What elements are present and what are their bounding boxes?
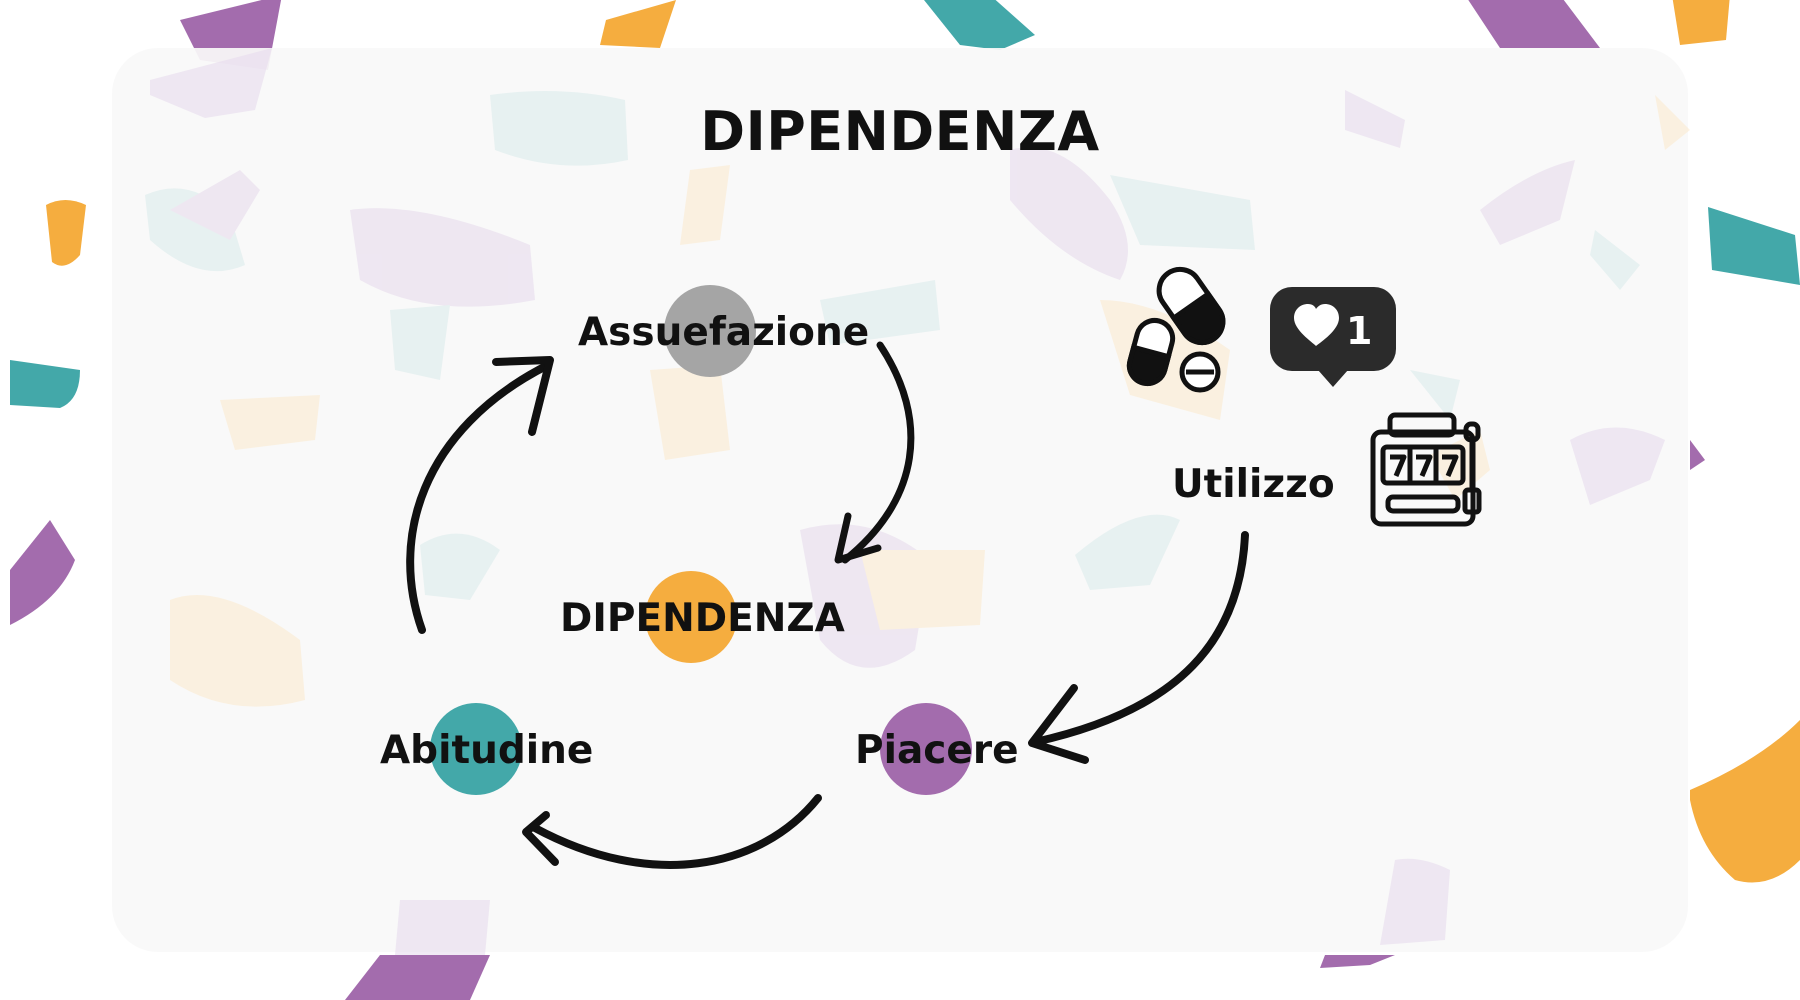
confetti-purple-top-right xyxy=(1468,0,1600,48)
faint-confetti xyxy=(680,165,730,245)
faint-confetti xyxy=(1410,370,1460,420)
faint-confetti xyxy=(820,280,940,345)
arrow-piacere-to-abitudine xyxy=(531,794,822,869)
confetti-orange-left xyxy=(46,200,86,266)
arrowhead-utilizzo-to-piacere xyxy=(1028,684,1089,764)
center-label-dipendenza: DIPENDENZA xyxy=(560,596,845,641)
faint-confetti xyxy=(150,48,272,118)
faint-confetti xyxy=(390,305,450,380)
faint-confetti xyxy=(420,533,500,600)
confetti-teal-top xyxy=(924,0,1035,50)
page-title: DIPENDENZA xyxy=(700,100,1100,163)
node-label-utilizzo: Utilizzo xyxy=(1172,462,1335,507)
arrowhead-abitudine-to-assuefazione xyxy=(492,356,554,436)
arrow-assuefazione-to-dipendenza xyxy=(841,341,915,564)
confetti-purple-right-edge xyxy=(1690,440,1705,470)
node-label-piacere: Piacere xyxy=(855,728,1019,773)
slot-coin-tray xyxy=(1385,494,1461,514)
faint-confetti xyxy=(490,91,628,166)
confetti-teal-right xyxy=(1708,207,1800,285)
confetti-purple-bottom xyxy=(345,955,490,1000)
capsule-small xyxy=(1126,317,1176,387)
faint-confetti xyxy=(1590,230,1640,290)
slot-lever-knob xyxy=(1463,421,1481,443)
slot-top xyxy=(1387,412,1457,438)
like-count: 1 xyxy=(1346,309,1372,353)
confetti-teal-left xyxy=(10,360,80,408)
abitudine-dot xyxy=(430,703,522,795)
faint-confetti xyxy=(1110,175,1255,250)
faint-confetti xyxy=(350,208,535,307)
seven-2 xyxy=(1416,454,1433,477)
arrowhead-piacere-to-abitudine xyxy=(522,811,559,866)
content-card xyxy=(112,48,1688,952)
piacere-dot xyxy=(880,703,972,795)
faint-confetti xyxy=(1655,95,1690,150)
confetti-orange-top xyxy=(600,0,676,48)
faint-confetti xyxy=(395,900,490,955)
confetti-orange-bottom-right xyxy=(1690,720,1800,883)
faint-confetti xyxy=(1380,858,1450,945)
assuefazione-dot xyxy=(664,285,756,377)
arrow-utilizzo-to-piacere xyxy=(1031,531,1249,746)
seven-3 xyxy=(1442,454,1459,477)
capsule-large xyxy=(1156,266,1226,346)
faint-confetti xyxy=(860,550,985,630)
faint-confetti xyxy=(170,170,260,240)
confetti-purple-left xyxy=(10,520,75,625)
seven-1 xyxy=(1390,454,1407,477)
notification-pointer xyxy=(1318,370,1348,387)
faint-confetti xyxy=(1480,160,1575,245)
confetti-orange-top-right xyxy=(1672,0,1730,45)
node-label-abitudine: Abitudine xyxy=(380,728,594,773)
faint-confetti xyxy=(1075,514,1180,590)
dipendenza-dot xyxy=(645,571,737,663)
node-label-assuefazione: Assuefazione xyxy=(578,310,870,355)
confetti-purple-bottom-right xyxy=(1320,955,1395,968)
faint-confetti xyxy=(1010,147,1128,280)
slot-window xyxy=(1380,444,1466,486)
faint-confetti xyxy=(220,395,320,450)
faint-confetti xyxy=(1570,427,1665,505)
arrowhead-assuefazione-to-dipendenza xyxy=(834,512,882,564)
faint-confetti xyxy=(1345,90,1405,148)
arrow-abitudine-to-assuefazione xyxy=(406,361,552,634)
faint-confetti xyxy=(170,595,305,707)
faint-confetti xyxy=(650,365,730,460)
heart-icon xyxy=(1294,304,1339,346)
